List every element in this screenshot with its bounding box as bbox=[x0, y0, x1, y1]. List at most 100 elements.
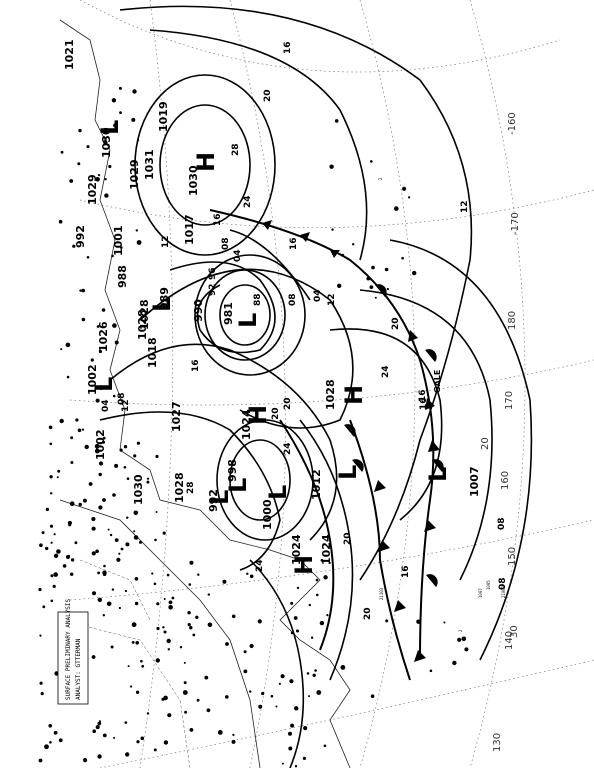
station-plot-dot bbox=[306, 672, 310, 675]
isobar-label: 20 bbox=[391, 317, 401, 330]
station-plot-dot bbox=[38, 587, 42, 592]
coastlines bbox=[59, 19, 351, 768]
station-plot-dot bbox=[48, 724, 52, 728]
station-plot-dot bbox=[120, 246, 123, 249]
station-plot-dot bbox=[288, 746, 293, 751]
station-plot-dot bbox=[50, 541, 53, 544]
station-plot-dot bbox=[98, 472, 102, 477]
station-plot-dot bbox=[151, 572, 154, 575]
pressure-label: 988 bbox=[116, 265, 129, 288]
station-plot-dot bbox=[163, 598, 166, 600]
center-H-4-pressure: 1024 bbox=[290, 534, 303, 565]
isobar-label: 24 bbox=[255, 559, 265, 572]
station-plot-dot bbox=[394, 206, 399, 211]
station-plot-dot bbox=[337, 283, 342, 288]
station-plot-dot bbox=[189, 728, 194, 732]
station-plot-dot bbox=[111, 588, 115, 591]
center-L-7-pressure: 1002 bbox=[86, 364, 99, 395]
station-plot-dot bbox=[146, 477, 150, 480]
station-plot-dot bbox=[70, 558, 75, 562]
station-plot-dot bbox=[384, 267, 389, 272]
station-plot-dot bbox=[53, 533, 56, 536]
station-plot-dot bbox=[308, 603, 311, 607]
center-L-1: L bbox=[234, 313, 262, 328]
station-plot-dot bbox=[108, 164, 112, 169]
station-plot-dot bbox=[103, 564, 106, 568]
station-plot-dot bbox=[70, 461, 74, 464]
station-plot-dot bbox=[155, 454, 159, 459]
station-plot-dot bbox=[249, 574, 254, 579]
station-plot-dot bbox=[189, 626, 193, 630]
pressure-label: 1028 bbox=[173, 472, 186, 503]
station-plot-dot bbox=[95, 177, 100, 182]
station-plot-dot bbox=[97, 754, 102, 759]
station-plot-dot bbox=[45, 507, 50, 512]
station-plot-dot bbox=[95, 725, 100, 730]
station-plot-dot bbox=[296, 629, 299, 633]
isobar-label: 08 bbox=[221, 237, 231, 250]
station-plot-dot bbox=[334, 119, 339, 123]
station-plot-dot bbox=[316, 593, 319, 597]
station-plot-dot bbox=[114, 538, 119, 542]
station-plot-dot bbox=[133, 510, 139, 516]
isobar-label: 12 bbox=[121, 399, 131, 412]
station-plot-dot bbox=[112, 323, 117, 328]
isobar-label: 96 bbox=[208, 267, 218, 280]
center-H-3-pressure: 1028 bbox=[324, 379, 337, 410]
isobar-label: 16 bbox=[283, 41, 293, 54]
station-plot-dot bbox=[92, 591, 96, 596]
station-plot-dot bbox=[130, 685, 133, 688]
station-plot-dot bbox=[111, 254, 114, 258]
station-plot-dot bbox=[110, 645, 114, 649]
center-L-4: L bbox=[206, 490, 234, 505]
isobar-label: 16 bbox=[401, 565, 411, 578]
station-plot-dot bbox=[82, 498, 87, 503]
station-plot-dot bbox=[134, 601, 139, 606]
station-plot-dot bbox=[231, 739, 236, 744]
isobar-label: 20 bbox=[363, 607, 373, 620]
isobar-label: 08 bbox=[117, 392, 127, 405]
station-plot-dot bbox=[112, 493, 116, 497]
station-plot-dot bbox=[133, 530, 136, 533]
station-plot-dot bbox=[102, 440, 105, 444]
station-plot-dot bbox=[163, 630, 167, 634]
station-plot-dot bbox=[69, 179, 74, 183]
isobar-label: 24 bbox=[381, 365, 391, 378]
lon-label-180: 180 bbox=[507, 311, 518, 330]
station-plot-dot bbox=[104, 193, 109, 198]
station-plot-dot bbox=[464, 647, 469, 652]
station-plot-dot bbox=[116, 557, 121, 562]
center-L-8: L bbox=[148, 297, 176, 312]
station-plot-dot bbox=[222, 579, 227, 584]
station-plot-dot bbox=[312, 673, 316, 677]
station-plot-dot bbox=[48, 425, 53, 430]
station-plot-dot bbox=[316, 690, 322, 695]
station-plot-dot bbox=[296, 586, 300, 590]
isobar-label: 08 bbox=[498, 577, 508, 590]
station-plot-dot bbox=[50, 492, 53, 495]
station-plot-dot bbox=[139, 540, 142, 544]
station-id: 21003 bbox=[501, 585, 506, 598]
station-plot-dot bbox=[45, 546, 49, 551]
station-plot-dot bbox=[97, 721, 102, 726]
station-plot-dot bbox=[109, 533, 113, 537]
station-plot-dot bbox=[58, 738, 63, 743]
station-plot-dot bbox=[132, 89, 137, 94]
station-plot-dot bbox=[101, 308, 106, 312]
station-plot-dot bbox=[134, 577, 139, 581]
station-plot-dot bbox=[91, 655, 96, 659]
station-plot-dot bbox=[155, 658, 160, 663]
station-plot-dot bbox=[225, 695, 229, 699]
station-plot-dot bbox=[91, 551, 96, 556]
station-plot-dot bbox=[86, 255, 90, 259]
center-L-2-pressure: 998 bbox=[226, 459, 239, 482]
station-plot-dot bbox=[131, 622, 137, 628]
station-plot-dot bbox=[308, 695, 310, 698]
station-plot-dot bbox=[402, 186, 407, 191]
station-plot-dot bbox=[326, 614, 329, 617]
station-plot-dot bbox=[154, 538, 157, 542]
pressure-label: 1001 bbox=[112, 225, 125, 256]
station-plot-dot bbox=[95, 398, 100, 403]
station-plot-dot bbox=[183, 681, 187, 685]
isobar-label: 16 bbox=[418, 389, 428, 402]
